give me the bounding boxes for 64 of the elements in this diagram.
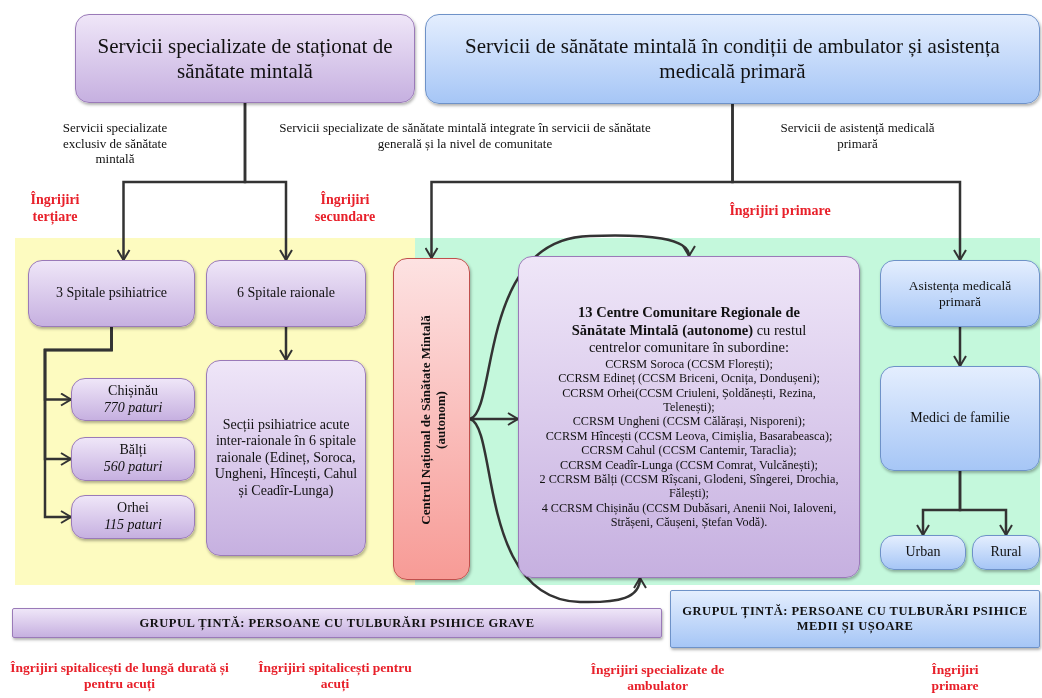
process-box <box>71 495 195 539</box>
node-label: 3 Spitale psihiatrice <box>55 285 168 302</box>
list-item: CCRSM Hîncești (CCSM Leova, Cimișlia, Basarabeasca); <box>544 428 834 444</box>
node-subtext: 115 paturi <box>104 517 162 534</box>
arrow <box>470 412 519 426</box>
node-label: GRUPUL ȚINTĂ: PERSOANE CU TULBURĂRI PSIHICE GRAVE <box>139 615 535 631</box>
arrow <box>469 234 694 420</box>
node-label: Urban <box>905 544 941 561</box>
list-item: CCRSM Edineț (CCSM Briceni, Ocnița, Dondușeni); <box>557 371 821 386</box>
care-level-label: Îngrijiri primare <box>728 203 832 220</box>
arrow <box>731 104 967 261</box>
list-item: CCRSM Soroca (CCSM Florești); <box>604 356 774 372</box>
process-box <box>425 14 1040 104</box>
process-box <box>880 260 1040 327</box>
node-label: Rural <box>990 544 1022 561</box>
process-box <box>206 260 366 327</box>
care-level-label: Îngrijiri secundare <box>313 192 377 226</box>
node-subtext: 560 paturi <box>103 459 163 476</box>
arrow <box>953 327 967 367</box>
node-heading: 13 Centre Comunitare Regionale de Sănătate Mintală (autonome) cu restul centrelor comunitare în subordine: <box>570 304 808 356</box>
care-level-label: Îngrijiri spitalicești de lungă durată și pentru acuți <box>9 660 230 693</box>
list-item: 4 CCRSM Chișinău (CCSM Dubăsari, Anenii Noi, Ialoveni, Strășeni, Căușeni, Ștefan Vodă). <box>540 500 838 530</box>
process-box <box>393 258 470 580</box>
node-label: Secții psihiatrice acute inter-raionale în 6 spitale raionale (Edineț, Soroca, Ungheni, Hîncești, Cahul și Ceadîr-Lunga) <box>213 416 359 500</box>
care-level-label: Îngrijiri terțiare <box>29 192 81 226</box>
process-box <box>518 256 860 578</box>
arrow <box>279 327 293 361</box>
care-level-label: Îngrijiri spitalicești pentru acuți <box>257 660 413 693</box>
arrow <box>43 327 113 524</box>
arrow <box>469 418 647 604</box>
node-label: Servicii de sănătate mintală în condiții de ambulator și asistența medicală primară <box>464 34 1001 84</box>
target-group-bar <box>670 590 1040 648</box>
process-box <box>206 360 366 556</box>
list-item: CCRSM Ungheni (CCSM Călărași, Nisporeni); <box>571 414 807 429</box>
process-box <box>880 366 1040 471</box>
process-box <box>75 14 415 103</box>
process-box <box>28 260 195 327</box>
node-label: Medici de familie <box>910 410 1010 427</box>
care-level-label: Îngrijiri specializate de ambulator <box>589 662 726 695</box>
service-label: Servicii specializate de sănătate mintală integrate în servicii de sănătate generală și la nivel de comunitate <box>278 120 652 152</box>
node-label: Centrul Național de Sănătate Mintală <box>417 315 433 525</box>
list-item: CCRSM Ceadîr-Lunga (CCSM Comrat, Vulcănești); <box>559 457 819 472</box>
node-label: Asistența medicală primară <box>907 277 1013 310</box>
process-box <box>71 378 195 421</box>
node-subtext: 770 paturi <box>103 399 163 416</box>
process-box <box>880 535 966 570</box>
target-group-bar <box>12 608 662 638</box>
node-label: Bălți <box>119 442 147 459</box>
node-label: 6 Spitale raionale <box>237 285 335 302</box>
care-level-label: Îngrijiri primare <box>930 662 980 695</box>
node-label: Chișinău <box>108 383 158 400</box>
node-label: Servicii specializate de staționat de sănătate mintală <box>96 33 394 84</box>
node-label: GRUPUL ȚINTĂ: PERSOANE CU TULBURĂRI PSIHICE MEDII ȘI UȘOARE <box>681 604 1029 634</box>
arrow <box>958 471 1013 536</box>
process-box <box>71 437 195 481</box>
node-subtext: (autonom) <box>432 391 448 449</box>
arrow <box>243 103 293 261</box>
service-label: Servicii de asistență medicală primară <box>779 120 936 152</box>
list-item: CCRSM Orhei(CCSM Criuleni, Șoldănești, Rezina, Telenești); <box>561 385 817 415</box>
node-label: Orhei <box>117 500 149 517</box>
list-item: CCRSM Cahul (CCSM Cantemir, Taraclia); <box>580 443 798 458</box>
service-label: Servicii specializate exclusiv de sănătate mintală <box>61 120 169 167</box>
list-item: 2 CCRSM Bălți (CCSM Rîșcani, Glodeni, Sîngerei, Drochia, Fălești); <box>538 471 840 501</box>
process-box <box>972 535 1040 570</box>
